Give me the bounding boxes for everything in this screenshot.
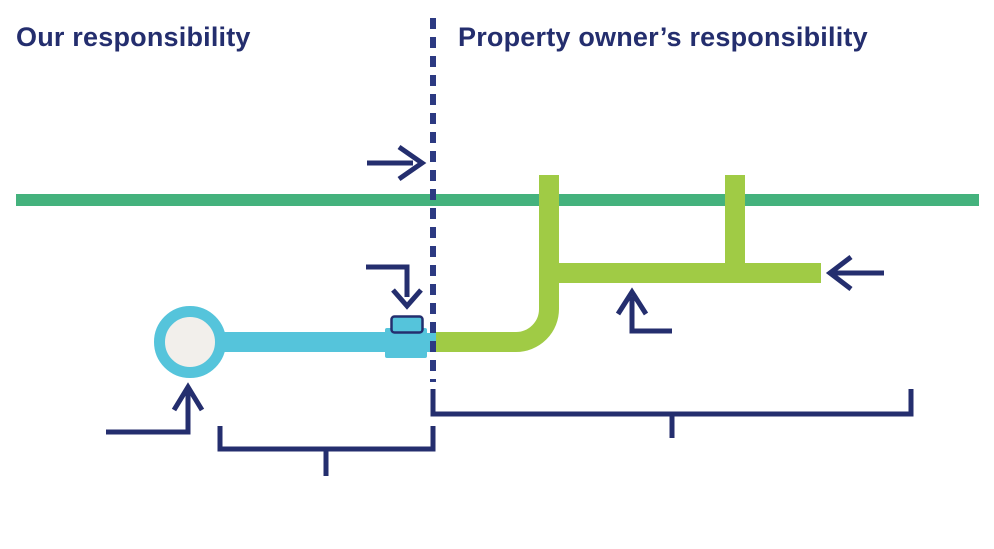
- arrow-shaft: [366, 264, 410, 297]
- arrow-up-to-branch: [615, 287, 672, 334]
- meter-box: [385, 328, 427, 358]
- bracket-span: [430, 389, 914, 417]
- arrow-head: [171, 382, 205, 412]
- ground-line: [16, 194, 979, 206]
- right-title: Property owner’s responsibility: [458, 22, 868, 52]
- arrow-up-to-main: [106, 382, 205, 435]
- arrow-shaft: [629, 297, 672, 334]
- arrow-left-to-pipe-end: [825, 255, 884, 291]
- bracket-span: [217, 426, 436, 452]
- arrow-down-to-meter: [366, 264, 423, 310]
- arrow-head: [391, 288, 423, 310]
- our-section-bracket: [217, 426, 436, 476]
- water-main-circle: [154, 306, 226, 378]
- meter-cap: [390, 315, 424, 334]
- service-pipe: [214, 332, 386, 352]
- property-pipe-riser: [436, 175, 559, 352]
- owner-section-bracket: [430, 389, 914, 438]
- arrow-head: [825, 255, 853, 291]
- left-title: Our responsibility: [16, 22, 251, 52]
- arrow-right-to-boundary: [367, 144, 427, 182]
- arrow-shaft: [106, 391, 191, 435]
- arrow-head: [397, 144, 427, 182]
- arrow-head: [615, 287, 649, 316]
